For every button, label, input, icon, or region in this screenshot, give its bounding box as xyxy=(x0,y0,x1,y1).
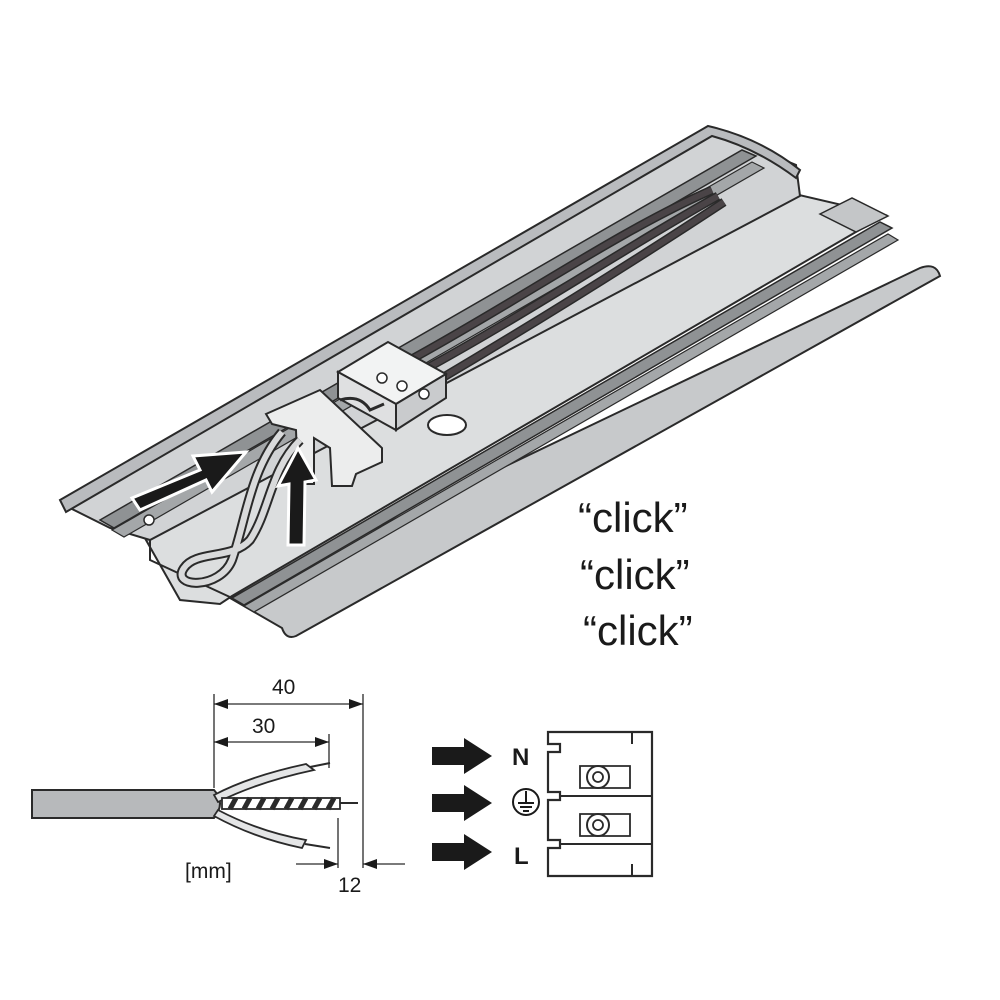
dim-30-arrow-left xyxy=(214,737,228,747)
incoming-cable xyxy=(176,428,304,588)
track-front-step xyxy=(818,197,890,233)
insert-arrows xyxy=(129,444,319,547)
track-floor-hole xyxy=(427,414,467,436)
dim-40-label: 40 xyxy=(272,676,295,699)
terminal-label-n: N xyxy=(512,744,529,771)
click-label-1: “click” xyxy=(578,494,688,541)
conductor-earth-stripes xyxy=(227,796,337,811)
terminal-diagram: N L xyxy=(432,730,654,878)
terminal-arrow-l-icon xyxy=(432,834,492,870)
connector-screw-2 xyxy=(396,380,408,392)
cable-loop-fill xyxy=(178,430,303,586)
wire-3-fill xyxy=(430,199,726,387)
wire-2-fill xyxy=(418,193,720,375)
track-bottom-flange xyxy=(227,265,942,638)
track-front-rail xyxy=(230,221,894,606)
connector-screw-3 xyxy=(418,388,430,400)
terminal-block-body xyxy=(546,730,654,878)
terminal-label-l: L xyxy=(514,843,529,870)
unit-label: [mm] xyxy=(185,860,232,883)
dim-30-label: 30 xyxy=(252,715,275,738)
dim-30-arrow-right xyxy=(315,737,329,747)
wire-1-fill xyxy=(408,187,714,363)
conductor-upper-tip xyxy=(309,762,331,768)
dim-12-arrow-right xyxy=(363,859,377,869)
dim-40-arrow-right xyxy=(349,699,363,709)
terminal-screw-lower-inner xyxy=(592,819,604,831)
connector-side xyxy=(395,372,447,432)
track-back-lip xyxy=(58,124,802,514)
dim-40-arrow-left xyxy=(214,699,228,709)
terminal-arrow-n-icon xyxy=(432,738,492,774)
track-back-rail xyxy=(98,149,758,529)
conductor-lower xyxy=(212,808,308,850)
internal-wires xyxy=(407,185,727,388)
conductor-upper xyxy=(212,763,317,804)
cable-sheath xyxy=(31,789,221,819)
terminal-arrow-earth-icon xyxy=(432,785,492,821)
dim-12-label: 12 xyxy=(338,874,361,897)
connector-screw-1 xyxy=(376,372,388,384)
earth-icon xyxy=(512,788,540,816)
click-label-2: “click” xyxy=(580,551,690,598)
terminal-screw-upper-inner xyxy=(592,771,604,783)
click-labels: “click” “click” “click” xyxy=(578,494,693,654)
track-front-rail-2 xyxy=(242,233,900,613)
arrow-vertical-icon xyxy=(275,444,319,547)
conductor-lower-tip xyxy=(304,843,331,849)
arrow-horizontal-icon xyxy=(129,450,250,512)
cable-strip-diagram: 40 30 12 [mm] xyxy=(31,676,405,897)
dim-12-arrow-left xyxy=(324,859,338,869)
conductor-earth xyxy=(221,797,341,810)
click-label-3: “click” xyxy=(583,607,693,654)
connector-clip-hook xyxy=(339,396,385,412)
track-screw-hole xyxy=(143,514,155,526)
